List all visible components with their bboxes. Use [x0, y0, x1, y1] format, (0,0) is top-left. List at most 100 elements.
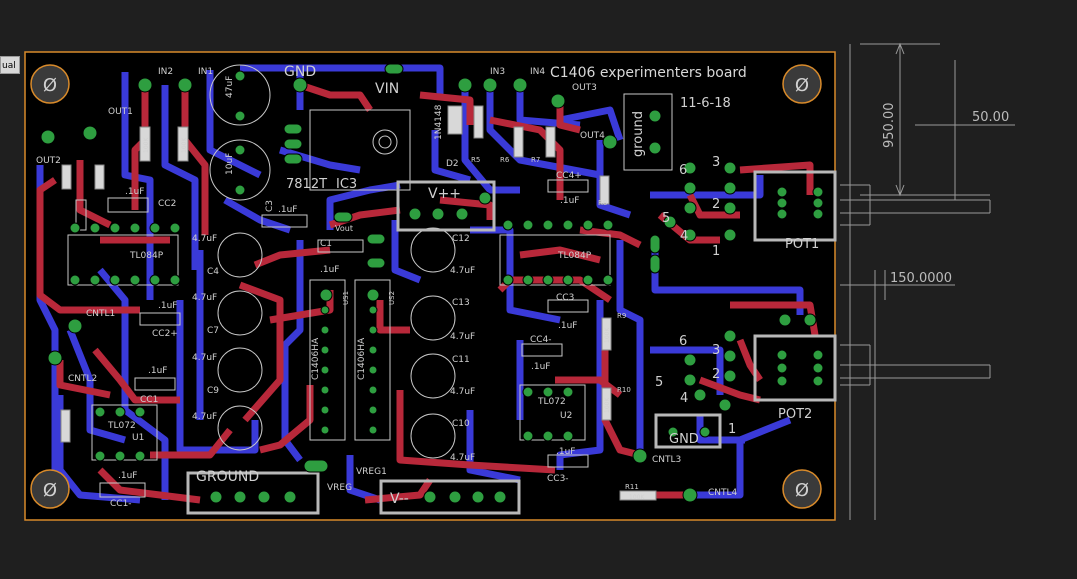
dimension-offset-label: 150.0000: [890, 271, 952, 286]
label-c3: C3: [265, 200, 275, 212]
label-tl072-a: TL072: [107, 421, 136, 431]
dimension-width-label: 50.00: [972, 110, 1009, 125]
label-cap-4-7-h: 4.7uF: [450, 453, 475, 463]
label-pot2-pin1: 1: [728, 422, 736, 437]
mounting-hole-bottom-right: [782, 469, 822, 509]
label-cc2p: CC2+: [152, 329, 178, 339]
label-cc1-mid: CC1: [140, 395, 158, 405]
label-pot1-pin4: 4: [680, 229, 688, 244]
label-tl084-b: TL084P: [557, 251, 592, 261]
label-cap-4-7-g: 4.7uF: [450, 387, 475, 397]
label-ic3: IC3: [336, 177, 357, 192]
label-r6: R6: [500, 156, 510, 164]
label-vin: VIN: [375, 81, 399, 97]
label-in2: IN2: [158, 67, 173, 77]
silkscreen-outlines: [67, 64, 673, 498]
label-cc3: CC3: [556, 293, 574, 303]
label-r7: R7: [531, 156, 540, 164]
label-cap-1-i: .1uF: [531, 362, 550, 372]
label-pot2-pin5: 5: [655, 375, 663, 390]
label-cap-47uf: 47uF: [225, 76, 235, 98]
label-tl072-b: TL072: [537, 397, 566, 407]
label-cntl4: CNTL4: [708, 488, 738, 498]
label-us2: US2: [388, 291, 396, 305]
label-cc2: CC2: [158, 199, 176, 209]
label-u2: U2: [560, 411, 572, 421]
hole-symbol-tr: Ø: [795, 75, 809, 96]
hole-symbol-tl: Ø: [43, 75, 57, 96]
label-100k-c: 100K: [604, 327, 611, 343]
label-cap-4-7-f: 4.7uF: [450, 332, 475, 342]
label-pot2-pin3: 3: [712, 343, 720, 358]
label-cap-1-b: .1uF: [278, 205, 297, 215]
window-tab-fragment[interactable]: ual: [0, 56, 20, 74]
label-cap-1-a: .1uF: [125, 187, 144, 197]
label-cap-1-j: .1uF: [556, 447, 575, 457]
label-pot2: POT2: [778, 407, 812, 422]
resistors: [60, 105, 657, 501]
label-cap-4-7-a: 4.7uF: [192, 234, 217, 244]
label-c11: C11: [452, 355, 470, 365]
label-c1406-a: C1406HA: [311, 337, 321, 380]
label-u1: U1: [132, 433, 144, 443]
label-pot1-pin2: 2: [712, 197, 720, 212]
board-date: 11-6-18: [680, 96, 731, 111]
label-cap-4-7-e: 4.7uF: [450, 266, 475, 276]
label-out1: OUT1: [108, 107, 133, 117]
label-r11: R11: [625, 483, 639, 491]
label-in1: IN1: [198, 67, 213, 77]
label-7812t: 7812T: [286, 177, 327, 192]
label-pot1-pin5: 5: [662, 211, 670, 226]
label-vreg1: VREG1: [356, 467, 387, 477]
label-in4: IN4: [530, 67, 545, 77]
silkscreen-boxes: [186, 170, 837, 515]
label-c12: C12: [452, 234, 470, 244]
mounting-hole-bottom-left: [30, 469, 70, 509]
label-us1: US1: [342, 291, 350, 305]
label-cap-1-h: .1uF: [558, 321, 577, 331]
label-in3: IN3: [490, 67, 505, 77]
label-cap-4-7-c: 4.7uF: [192, 353, 217, 363]
label-gnd-top: GND: [284, 64, 316, 80]
label-c13: C13: [452, 298, 470, 308]
label-cap-4-7-b: 4.7uF: [192, 293, 217, 303]
label-cc1: CC1-: [110, 499, 132, 509]
label-cc4p: CC4+: [556, 171, 582, 181]
label-vpp: V++: [428, 186, 461, 202]
label-pot2-pin4: 4: [680, 391, 688, 406]
dimension-lines: [840, 42, 1015, 520]
label-pot1-pin1: 1: [712, 244, 720, 259]
label-cc4m: CC4-: [530, 335, 552, 345]
label-100k-e: 100K: [629, 494, 645, 501]
label-c7: C7: [207, 326, 219, 336]
label-vreg: VREG: [327, 483, 352, 493]
label-out4: OUT4: [580, 131, 605, 141]
label-cap-10uf: 10uF: [225, 153, 235, 175]
label-r10: R10: [617, 386, 631, 394]
label-100k-b: 100K: [181, 137, 188, 153]
label-100k-a: 100K: [143, 137, 150, 153]
mounting-hole-top-left: [30, 64, 70, 104]
label-cntl1: CNTL1: [86, 309, 115, 319]
label-cap-1-e: .1uF: [148, 366, 167, 376]
label-pot2-pin2: 2: [712, 367, 720, 382]
label-100k-d: 100K: [604, 397, 611, 413]
label-d2: D2: [446, 159, 459, 169]
label-cap-1-f: .1uF: [118, 471, 137, 481]
label-pot2-pin6: 6: [679, 334, 687, 349]
dimension-height-label: 950.00: [882, 103, 897, 149]
label-1n4148: 1N4148: [434, 104, 444, 140]
pads: [40, 63, 824, 504]
label-cap-4-7-d: 4.7uF: [192, 412, 217, 422]
label-c1406-b: C1406HA: [357, 337, 367, 380]
mounting-holes: [30, 64, 822, 509]
label-cap-1-d: .1uF: [158, 301, 177, 311]
label-out2: OUT2: [36, 156, 61, 166]
label-cap-1-c: .1uF: [320, 265, 339, 275]
label-ground-vertical: ground: [631, 111, 646, 157]
label-c9: C9: [207, 386, 219, 396]
label-vmm: V--: [390, 491, 409, 507]
label-gnd-box: GND: [669, 432, 699, 447]
label-vout: Vout: [335, 224, 353, 233]
